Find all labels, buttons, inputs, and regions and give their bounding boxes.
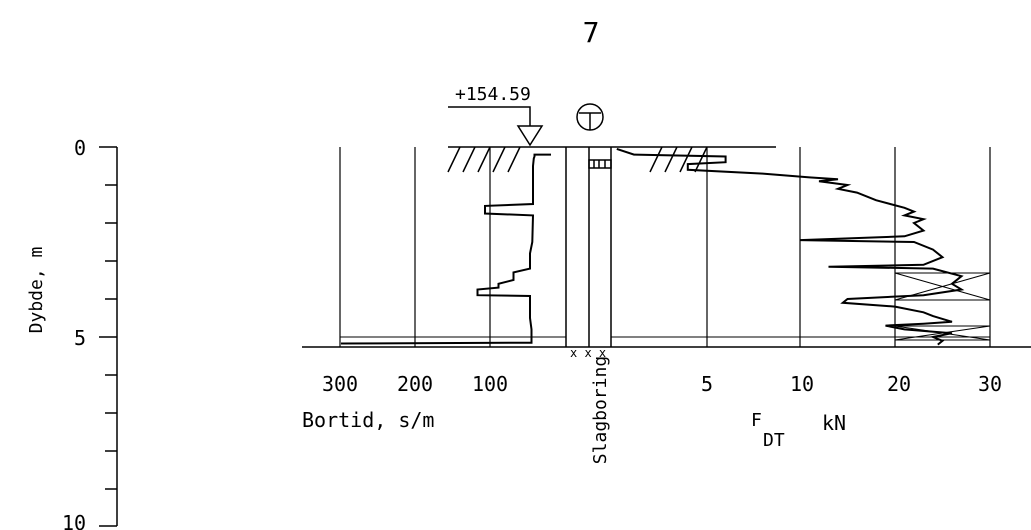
slagboring-label: Slagboring	[590, 356, 611, 464]
force-axis-label-sub: DT	[763, 430, 785, 451]
bortid-tick-300: 300	[322, 372, 358, 396]
force-tick-10: 10	[790, 372, 814, 396]
ground-hatching-right	[649, 146, 708, 173]
depth-tick-label-10: 10	[62, 511, 86, 530]
boring-symbol	[576, 103, 604, 131]
elevation-leader	[448, 106, 531, 126]
bortid-tick-200: 200	[397, 372, 433, 396]
diagram-title: 7	[583, 16, 600, 49]
grid-lines	[339, 147, 991, 347]
slagboring-column	[565, 147, 612, 347]
depth-axis	[99, 146, 118, 527]
force-axis-label-main: F	[751, 410, 762, 431]
force-tick-5: 5	[701, 372, 713, 396]
depth-tick-label-5: 5	[74, 326, 86, 350]
slagboring-end-marks: x x x	[570, 346, 606, 360]
bortid-axis-label: Bortid, s/m	[302, 408, 434, 432]
force-tick-20: 20	[887, 372, 911, 396]
bortid-series-line	[340, 153, 551, 345]
elevation-label: +154.59	[455, 84, 531, 105]
depth-tick-label-0: 0	[74, 136, 86, 160]
elevation-triangle	[516, 125, 544, 147]
force-tick-30: 30	[978, 372, 1002, 396]
ground-hatching-left	[447, 146, 521, 173]
force-axis-unit: kN	[822, 411, 846, 435]
force-series-line	[616, 147, 965, 346]
depth-axis-label: Dybde, m	[26, 247, 47, 334]
bortid-tick-100: 100	[472, 372, 508, 396]
